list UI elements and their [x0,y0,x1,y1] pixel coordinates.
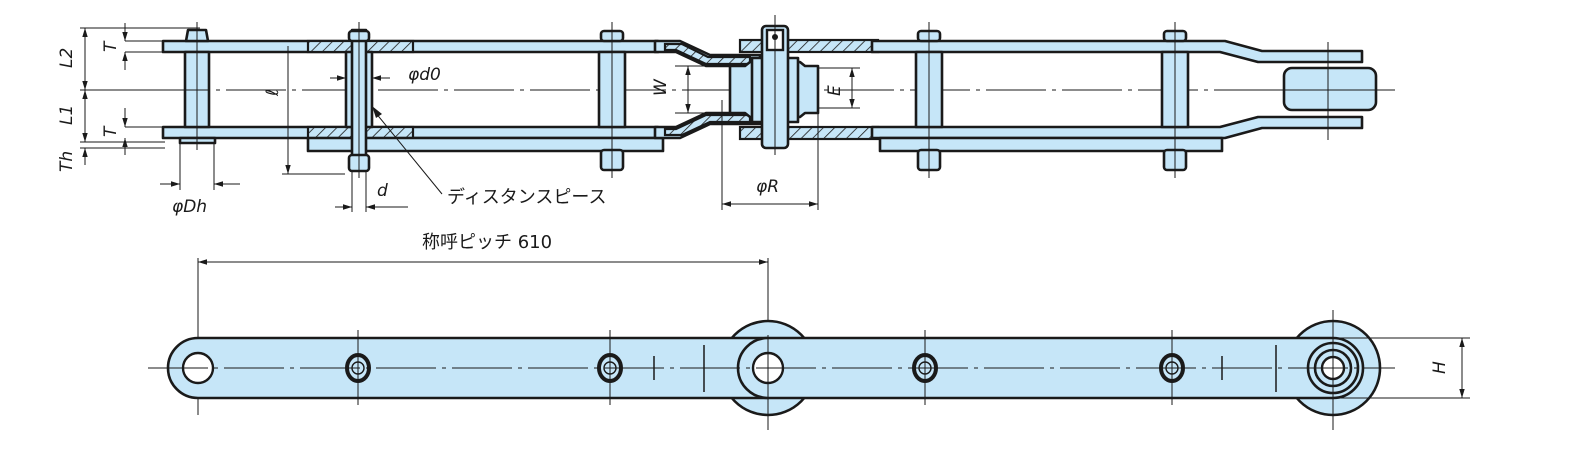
label-Th: Th [57,151,77,172]
end-roller [1282,66,1378,112]
label-d: d [377,181,388,201]
label-H: H [1430,361,1450,374]
label-Dh: φDh [172,197,207,217]
label-L1: L1 [57,105,77,125]
label-l: ℓ [263,89,283,97]
attachment-plate-left [306,136,665,153]
label-T-bottom: T [101,125,121,137]
left-dimensions: L2 L1 T T Th [57,23,200,172]
label-T-top: T [101,40,121,52]
label-d0: φd0 [408,65,441,85]
label-W: W [651,78,671,96]
side-view: 称呼ピッチ 610 [148,232,1470,430]
upper-plate-right [870,39,1364,64]
top-view: L2 L1 T T Th φDh ℓ [57,15,1395,217]
pitch-label: 称呼ピッチ 610 [422,232,552,253]
lower-plate-right [870,115,1364,140]
label-E: E [825,85,845,96]
label-R: φR [756,177,779,197]
attachment-plate-right [878,136,1224,153]
callout-distance-piece: ディスタンスピース [447,187,606,208]
label-L2: L2 [57,48,77,68]
callout-leader [374,111,443,195]
lower-crank-hatch [663,113,752,137]
